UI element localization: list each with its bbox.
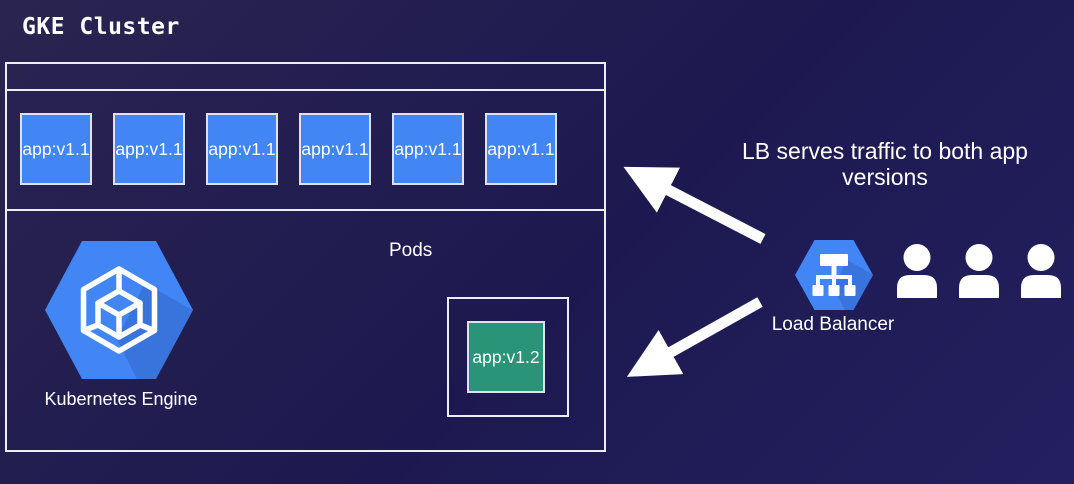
pods-label: Pods xyxy=(389,240,433,261)
pods-row: app:v1.1 app:v1.1 app:v1.1 app:v1.1 app:… xyxy=(7,91,604,211)
diagram-title: GKE Cluster xyxy=(22,14,180,40)
cluster-header-strip xyxy=(7,64,604,91)
pod-v1: app:v1.1 xyxy=(299,113,371,185)
lb-annotation: LB serves traffic to both app versions xyxy=(690,138,1074,191)
load-balancer-label: Load Balancer xyxy=(771,314,895,335)
new-pod-boundary: app:v1.2 xyxy=(447,297,569,417)
pod-v1: app:v1.1 xyxy=(485,113,557,185)
arrow-icon xyxy=(626,297,763,377)
user-icon xyxy=(897,244,937,298)
cluster-boundary: app:v1.1 app:v1.1 app:v1.1 app:v1.1 app:… xyxy=(5,62,606,452)
lb-annotation-line1: LB serves traffic to both app xyxy=(742,138,1028,164)
pod-v1: app:v1.1 xyxy=(392,113,464,185)
kubernetes-engine-label: Kubernetes Engine xyxy=(44,389,198,409)
pod-v1: app:v1.1 xyxy=(113,113,185,185)
kubernetes-engine-icon xyxy=(45,241,193,379)
user-icon xyxy=(959,244,999,298)
load-balancer-icon xyxy=(795,240,873,310)
pod-v1: app:v1.1 xyxy=(206,113,278,185)
lb-annotation-line2: versions xyxy=(842,163,928,190)
pod-v1: app:v1.1 xyxy=(20,113,92,185)
cluster-lower-section: Kubernetes Engine Pods app:v1.2 xyxy=(7,211,604,446)
pod-v2: app:v1.2 xyxy=(467,321,545,393)
user-icon xyxy=(1021,244,1061,298)
